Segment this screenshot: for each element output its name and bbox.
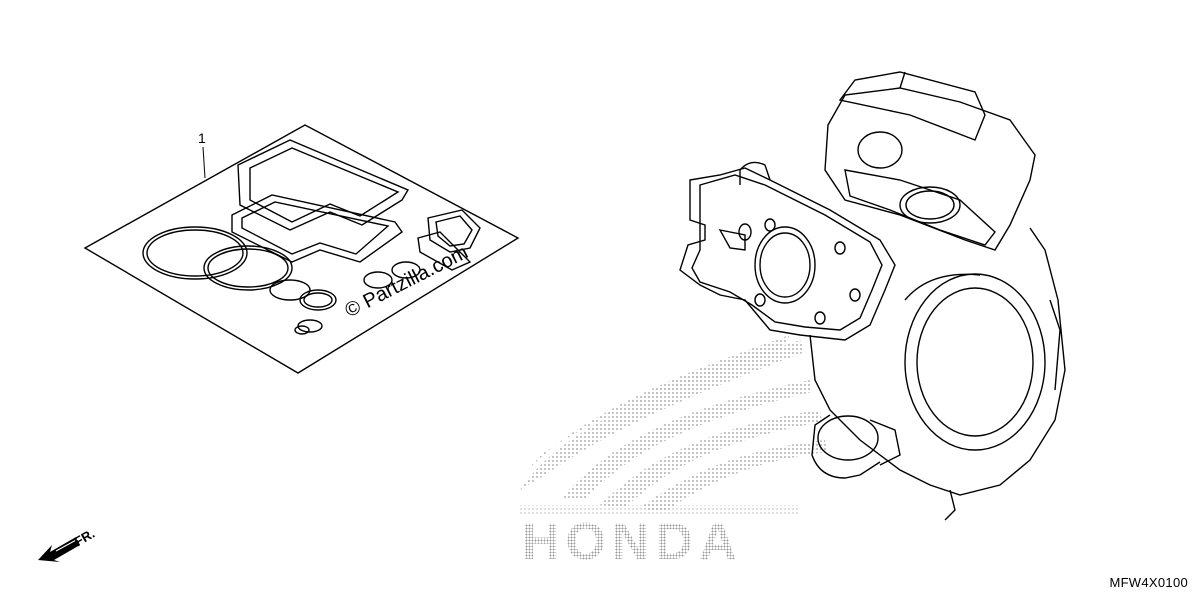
gasket-kit-a [83,124,520,374]
arrow-down-left-icon [38,537,80,562]
callout-number-1: 1 [198,130,206,146]
engine-assembly [679,71,1066,521]
honda-wing-logo [520,335,827,515]
honda-logo-text: HONDA [522,513,743,571]
diagram-code: MFW4X0100 [1109,575,1188,590]
